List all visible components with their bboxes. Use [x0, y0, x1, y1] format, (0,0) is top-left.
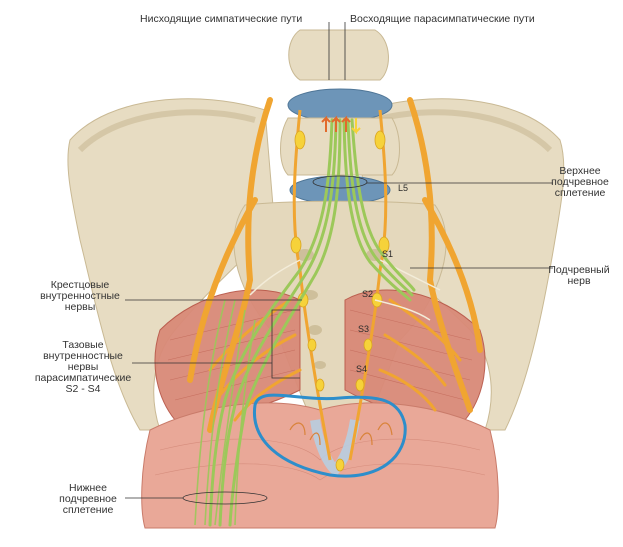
superior-hypogastric-ellipse	[312, 175, 368, 189]
vertebra-label-l5: L5	[398, 183, 408, 193]
l5-vertebra	[288, 29, 389, 81]
label-inferior-hypogastric: Нижнее подчревное сплетение	[59, 482, 117, 516]
label-superior-hypogastric: Верхнее подчревное сплетение	[551, 165, 609, 199]
highlight-loop	[252, 393, 407, 478]
label-pelvic-splanchnic: Тазовые внутренностные нервы парасимпати…	[34, 339, 132, 395]
pelvic-splanchnic-bracket	[271, 309, 300, 379]
vertebra-label-s2: S2	[362, 289, 373, 299]
vertebra-label-s4: S4	[356, 364, 367, 374]
vertebra-label-s3: S3	[358, 324, 369, 334]
intervertebral-disc-lower	[289, 175, 391, 205]
lumbosacral-nerves	[187, 97, 483, 433]
label-descending-sympathetic: Нисходящие симпатические пути	[140, 13, 303, 25]
leader-lines	[125, 22, 553, 499]
right-sympathetic-trunk	[348, 109, 388, 461]
ureter-structures	[310, 419, 360, 478]
label-hypogastric-nerve: Подчревный нерв	[548, 264, 610, 287]
left-iliac-wing	[67, 98, 276, 431]
vertebra-label-s1: S1	[382, 249, 393, 259]
label-sacral-splanchnic: Крестцовые внутренностные нервы	[40, 279, 120, 313]
label-ascending-parasympathetic: Восходящие парасимпатические пути	[350, 13, 535, 25]
green-pathways	[208, 118, 416, 527]
intervertebral-disc-upper	[287, 88, 393, 122]
sympathetic-ganglia	[290, 130, 390, 472]
pathway-arrows	[321, 115, 361, 135]
